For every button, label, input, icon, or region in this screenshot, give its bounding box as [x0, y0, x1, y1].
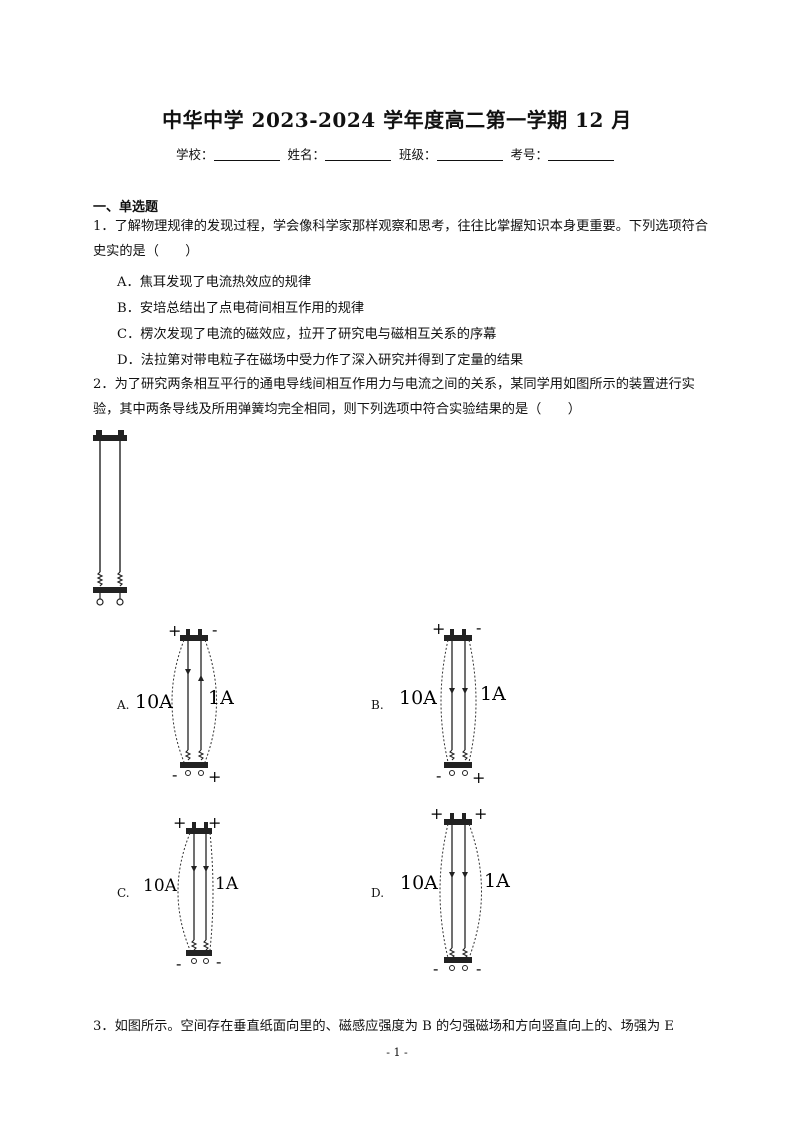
a-right-current: 1A	[208, 687, 234, 709]
q2-option-c-diagram: + + 10A 1A - -	[143, 813, 239, 972]
question-3-text: 3．如图所示。空间存在垂直纸面向里的、磁感应强度为 B 的匀强磁场和方向竖直向上…	[93, 1019, 674, 1034]
apparatus-figure	[93, 430, 127, 606]
page-number: - 1 -	[386, 1046, 408, 1059]
b-left-current: 10A	[399, 687, 437, 709]
c-left-current: 10A	[143, 876, 178, 896]
class-label: 班级：	[398, 147, 437, 162]
c-bottom-right-sign: -	[216, 952, 221, 971]
c-right-current: 1A	[215, 874, 239, 894]
question-2-text: 2．为了研究两条相互平行的通电导线间相互作用力与电流之间的关系，某同学用如图所示…	[93, 377, 695, 417]
q2-option-a-label: A.	[117, 698, 130, 712]
q2-option-a-diagram: + - 10A 1A - +	[135, 620, 234, 785]
c-bottom-left-sign: -	[176, 954, 181, 972]
d-top-right-sign: +	[474, 804, 487, 823]
exam-no-label: 考号：	[510, 147, 548, 162]
q2-option-d-diagram: + + 10A 1A - -	[400, 804, 510, 978]
q2-option-b-label: B.	[371, 698, 384, 712]
b-top-right-sign: -	[476, 618, 481, 637]
b-bottom-right-sign: +	[472, 768, 485, 787]
c-top-left-sign: +	[173, 813, 186, 832]
q1-option-c: C．楞次发现了电流的磁效应，拉开了研究电与磁相互关系的序幕	[117, 327, 497, 342]
name-label: 姓名：	[287, 147, 325, 162]
b-bottom-left-sign: -	[436, 766, 441, 785]
name-blank	[325, 148, 391, 161]
a-top-left-sign: +	[168, 621, 181, 640]
exam-no-blank	[548, 148, 614, 161]
b-top-left-sign: +	[432, 619, 445, 638]
a-bottom-left-sign: -	[172, 765, 177, 784]
q2-option-b-diagram: + - 10A 1A - +	[399, 618, 506, 787]
a-bottom-right-sign: +	[208, 767, 221, 785]
d-bottom-left-sign: -	[433, 959, 438, 978]
a-top-right-sign: -	[212, 620, 217, 639]
class-blank	[436, 148, 503, 161]
student-info-line: 学校： 姓名： 班级： 考号：	[0, 144, 794, 163]
d-left-current: 10A	[400, 872, 438, 894]
q2-option-c-label: C.	[117, 886, 130, 900]
school-label: 学校：	[175, 147, 214, 162]
d-bottom-right-sign: -	[476, 959, 481, 978]
section-heading: 一、单选题	[93, 200, 159, 215]
b-right-current: 1A	[480, 683, 506, 705]
q1-option-a: A．焦耳发现了电流热效应的规律	[117, 275, 312, 290]
d-top-left-sign: +	[430, 804, 443, 823]
c-top-right-sign: +	[208, 813, 221, 832]
question-1-text: 1．了解物理规律的发现过程，学会像科学家那样观察和思考，往往比掌握知识本身更重要…	[93, 219, 709, 259]
a-left-current: 10A	[135, 691, 173, 713]
q2-option-d-label: D.	[371, 886, 385, 900]
d-right-current: 1A	[484, 870, 510, 892]
school-blank	[213, 148, 280, 161]
q1-option-b: B．安培总结出了点电荷间相互作用的规律	[117, 301, 365, 316]
page-title: 中华中学 2023-2024 学年度高二第一学期 12 月	[162, 108, 632, 132]
q1-option-d: D．法拉第对带电粒子在磁场中受力作了深入研究并得到了定量的结果	[117, 353, 524, 368]
